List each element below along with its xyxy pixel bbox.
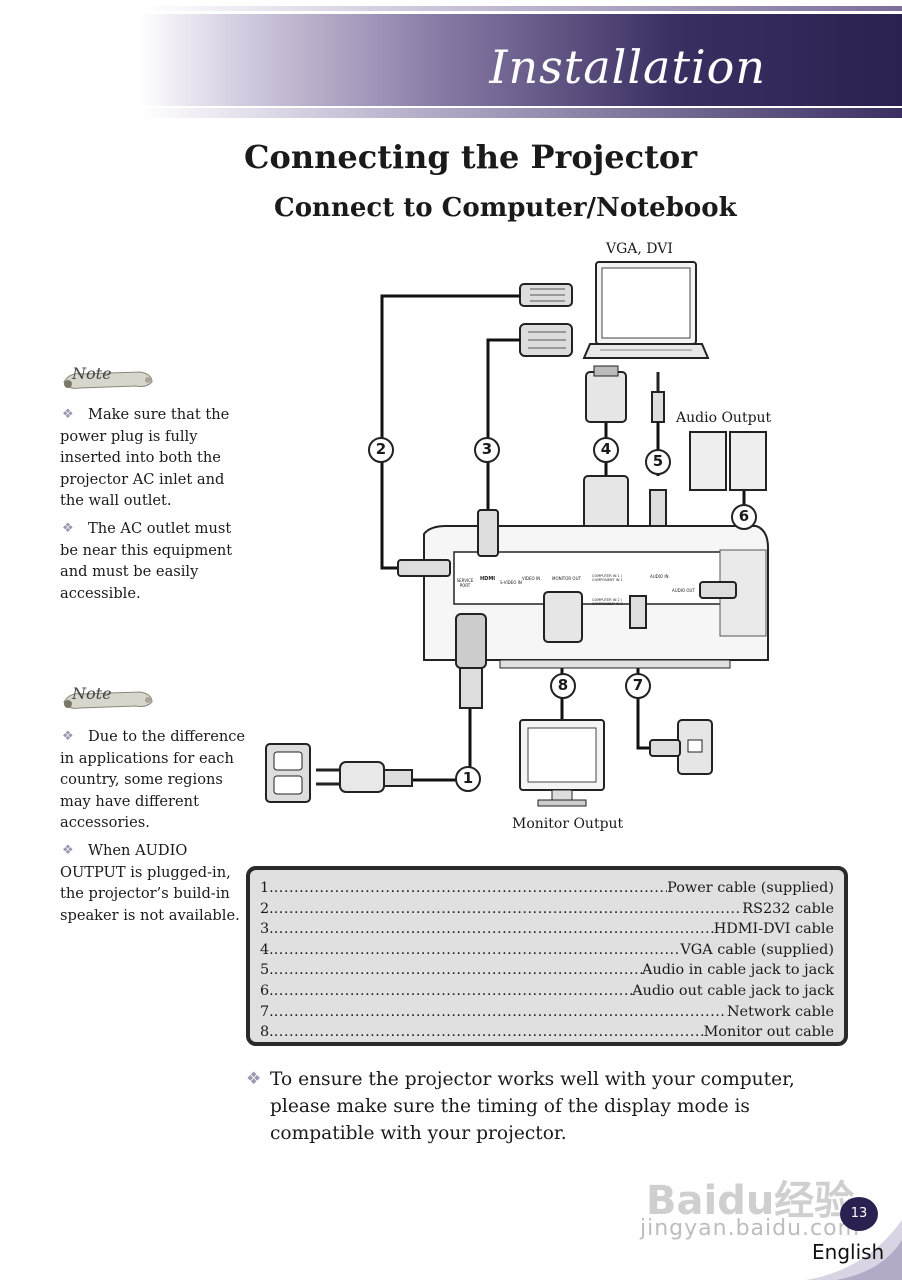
- port-label-monitor-out: MONITOR OUT: [552, 576, 581, 581]
- note-badge-icon: [63, 691, 153, 709]
- power-plug-icon: [316, 761, 413, 793]
- port-label-video: VIDEO IN: [522, 576, 541, 581]
- page-number: 13: [840, 1197, 878, 1231]
- note-1: ❖Make sure that the power plug is fully …: [60, 404, 246, 610]
- bullet-icon: ❖: [62, 729, 74, 744]
- legend-row: 3.......................................…: [260, 921, 834, 937]
- dvi-connector-icon: [519, 323, 573, 357]
- callout-7: [625, 673, 651, 699]
- bullet-icon: ❖: [62, 520, 74, 536]
- audio-jack-icon: [649, 372, 667, 527]
- note-badge-label: Note: [72, 684, 112, 703]
- label-audio-output: Audio Output: [676, 410, 772, 426]
- watermark-text: jingyan.baidu.com: [640, 1216, 861, 1241]
- header-top-line: [140, 6, 902, 11]
- legend-row: 2.......................................…: [260, 901, 834, 917]
- port-label-svideo: S-VIDEO IN: [500, 580, 522, 585]
- power-inlet-plug-icon: [455, 613, 487, 709]
- port-label-service: SERVICE PORT: [456, 578, 474, 588]
- port-label-audio-out: AUDIO OUT: [672, 588, 695, 593]
- callout-8: [550, 673, 576, 699]
- callout-2: [368, 437, 394, 463]
- page-title: Connecting the Projector: [244, 138, 698, 176]
- header-banner: [140, 14, 902, 106]
- callout-6-label: 6: [738, 507, 750, 525]
- port-label-audio-in: AUDIO IN: [650, 574, 669, 579]
- section-title: Installation: [489, 40, 766, 94]
- port-label-computer-in-1: COMPUTER IN 1 / COMPONENT IN 1: [592, 574, 623, 582]
- footer-corner: [806, 1220, 902, 1280]
- callout-3: [474, 437, 500, 463]
- note-2-item-2: ❖When AUDIO OUTPUT is plugged-in, the pr…: [60, 841, 240, 924]
- label-monitor-output: Monitor Output: [512, 816, 624, 832]
- note-badge-icon: [63, 371, 153, 389]
- speakers-icon: [689, 431, 767, 491]
- bullet-icon: ❖: [62, 842, 74, 858]
- note-2-item-1: ❖Due to the difference in applications f…: [60, 728, 246, 832]
- bullet-icon: ❖: [246, 1069, 262, 1089]
- callout-5-label: 5: [652, 452, 664, 470]
- bottom-note: ❖ To ensure the projector works well wit…: [246, 1066, 826, 1147]
- network-jack-icon: [649, 719, 713, 775]
- header-underline: [140, 108, 902, 118]
- callout-4-label: 4: [600, 440, 612, 458]
- callout-1: [455, 766, 481, 792]
- note-1-item-1: ❖Make sure that the power plug is fully …: [60, 406, 230, 510]
- legend-row: 8.......................................…: [260, 1024, 834, 1040]
- callout-6: [731, 504, 757, 530]
- callout-7-label: 7: [632, 676, 644, 694]
- callout-4: [593, 437, 619, 463]
- connection-diagram: [265, 261, 769, 807]
- monitor-icon: [519, 719, 605, 807]
- note-2: ❖Due to the difference in applications f…: [60, 726, 246, 932]
- network-plug-icon: [629, 595, 647, 629]
- port-label-computer-in-2: COMPUTER IN 2 / COMPONENT IN 2: [592, 598, 623, 606]
- rs232-plug-icon: [397, 559, 451, 577]
- label-vga-dvi: VGA, DVI: [606, 241, 673, 257]
- legend-row: 4.......................................…: [260, 942, 834, 958]
- legend-row: 6.......................................…: [260, 983, 834, 999]
- language-label: English: [812, 1240, 885, 1264]
- monitor-out-plug-icon: [543, 591, 583, 643]
- note-badge-label: Note: [72, 364, 112, 383]
- page-subtitle: Connect to Computer/Notebook: [274, 193, 737, 223]
- callout-5: [645, 449, 671, 475]
- callout-2-label: 2: [375, 440, 387, 458]
- rs232-connector-icon: [519, 283, 573, 307]
- cable-legend: 1.......................................…: [246, 866, 848, 1046]
- legend-row: 5.......................................…: [260, 962, 834, 978]
- note-1-item-2: ❖The AC outlet must be near this equipme…: [60, 519, 233, 602]
- laptop-icon: [582, 261, 710, 359]
- legend-row: 1.......................................…: [260, 880, 834, 896]
- bullet-icon: ❖: [62, 407, 74, 422]
- legend-row: 7.......................................…: [260, 1004, 834, 1020]
- callout-8-label: 8: [557, 676, 569, 694]
- audio-out-plug-icon: [699, 581, 737, 599]
- callout-3-label: 3: [481, 440, 493, 458]
- hdmi-plug-icon: [477, 509, 499, 557]
- callout-1-label: 1: [462, 769, 474, 787]
- port-label-hdmi: HDMI: [480, 576, 496, 582]
- watermark-logo: Baidu经验: [646, 1178, 855, 1224]
- wall-outlet-icon: [265, 743, 311, 803]
